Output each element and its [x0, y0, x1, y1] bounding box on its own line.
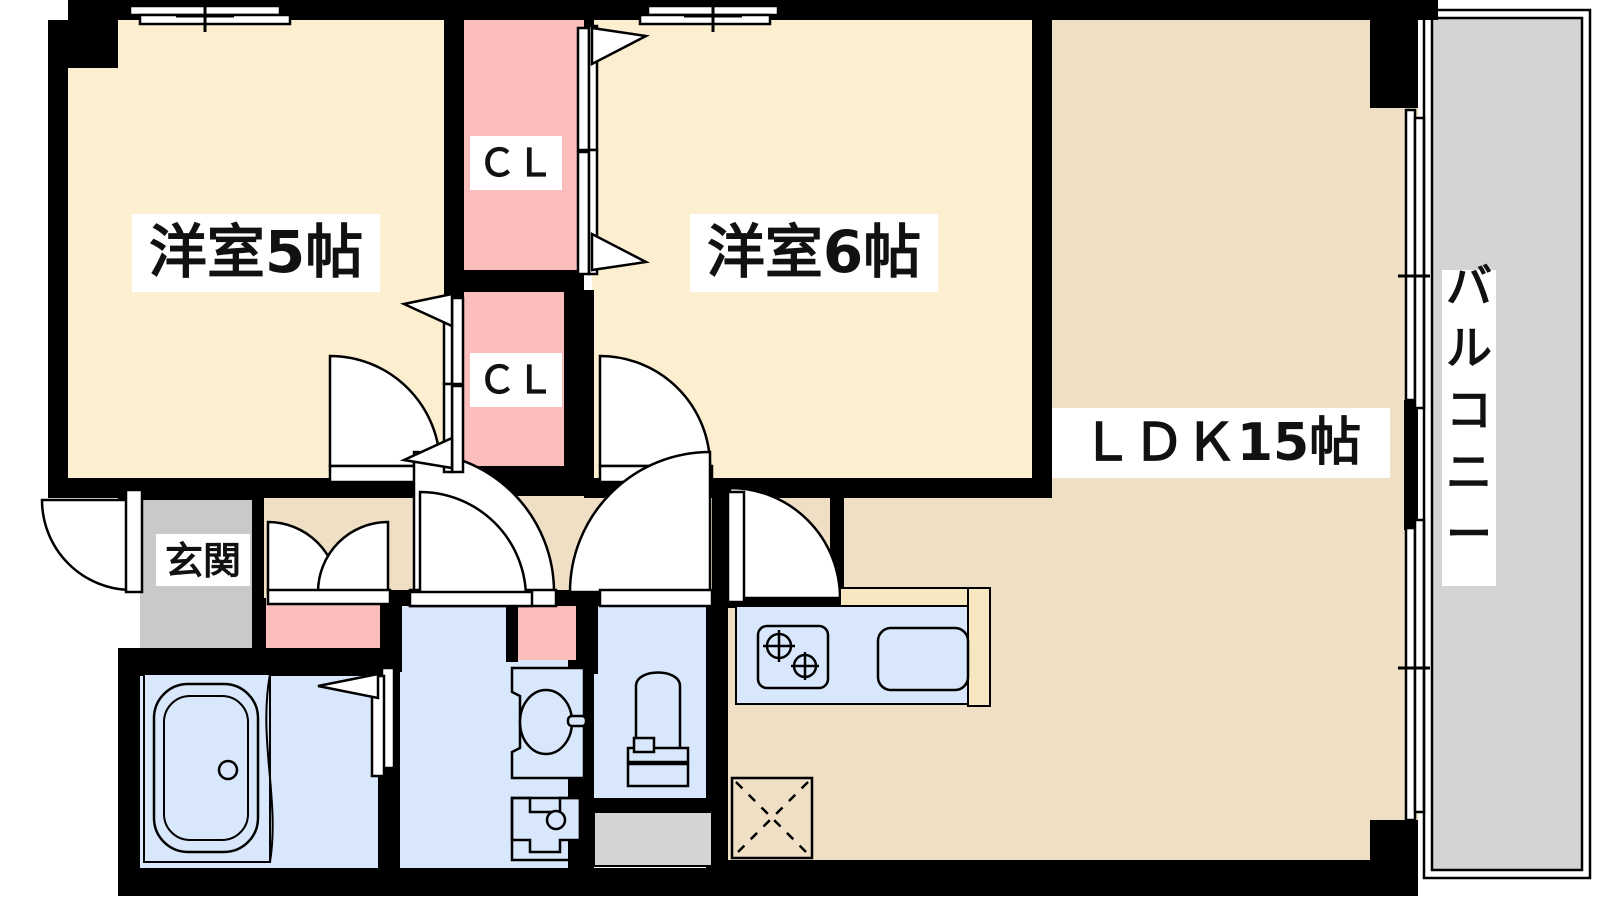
label-closet-upper: ＣＬ	[478, 141, 554, 185]
wall-bath-top	[130, 660, 398, 676]
room-labels: 洋室5帖 洋室6帖 ＬＤＫ15帖 玄関 バルコニー ＣＬ ＣＬ	[132, 136, 1496, 586]
washing-machine	[510, 796, 582, 862]
doors	[40, 354, 842, 778]
wall-closet-right-lower	[564, 290, 594, 478]
label-bg-entrance	[156, 534, 250, 586]
floor-washroom-closet	[518, 604, 580, 660]
wall-toilet-bottom	[594, 798, 714, 814]
window-bedroom5	[128, 0, 292, 32]
door-ldk	[726, 486, 842, 604]
wall-closet-divider	[444, 270, 584, 292]
label-bg-closet-lower	[470, 353, 562, 407]
wall-washroom-mid	[506, 604, 518, 662]
wall-left-outer-upper	[48, 20, 68, 498]
label-bg-bedroom-5jo	[132, 214, 380, 292]
meter-box	[593, 811, 713, 867]
door-bath	[317, 666, 396, 778]
label-bg-bedroom-6jo	[690, 214, 938, 292]
label-bedroom-6jo: 洋室6帖	[707, 218, 921, 286]
refrigerator-space	[730, 776, 814, 860]
wall-left-lower	[118, 660, 140, 896]
label-bedroom-5jo: 洋室5帖	[149, 218, 363, 286]
door-corridor	[408, 490, 534, 608]
cl-door-upper	[576, 24, 651, 276]
wall-shoe-closet-right	[386, 598, 402, 660]
wall-toilet-left	[576, 590, 598, 674]
cl-door-lower	[399, 292, 465, 474]
wall-entrance-top	[118, 478, 264, 500]
bathtub	[143, 673, 274, 863]
fixtures	[143, 8, 1592, 880]
wall-closet-left	[444, 20, 464, 278]
label-entrance: 玄関	[165, 539, 241, 583]
wall-bedroom6-right	[1032, 20, 1052, 498]
label-balcony: バルコニー	[1446, 259, 1492, 561]
windows	[128, 0, 1430, 822]
wall-ldk-bottom-notch	[706, 860, 1418, 896]
kitchen-sink	[876, 626, 970, 692]
wall-topleft-step	[68, 0, 118, 68]
closet-doors	[399, 24, 651, 474]
kitchen-stove	[756, 624, 830, 690]
door-shoe-closet	[266, 520, 392, 606]
balcony-outline	[1422, 8, 1592, 880]
label-closet-lower: ＣＬ	[478, 358, 554, 402]
wall-shoe-closet-left	[252, 598, 266, 660]
label-bg-ldk	[1052, 408, 1390, 478]
wall-right-outer-top	[1370, 20, 1418, 108]
label-bg-closet-upper	[470, 136, 562, 190]
toilet	[626, 671, 690, 788]
label-ldk: ＬＤＫ15帖	[1081, 413, 1361, 473]
window-bedroom6	[638, 0, 780, 32]
label-bg-balcony	[1442, 270, 1496, 586]
wall-right-mid-mullion	[1404, 400, 1418, 530]
washbasin	[510, 666, 588, 780]
entrance-door	[40, 488, 144, 594]
door-toilet	[568, 450, 714, 608]
